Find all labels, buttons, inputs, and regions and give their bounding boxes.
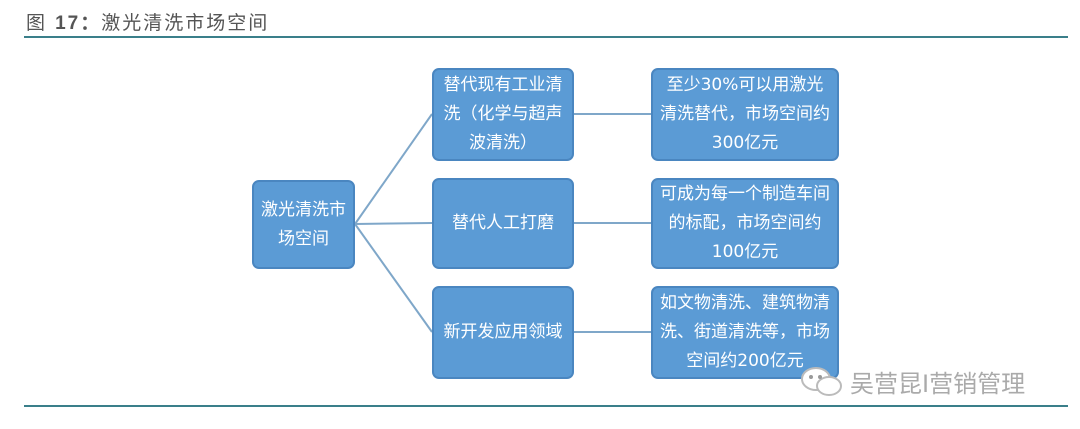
figure-prefix: 图	[26, 12, 48, 34]
connector-3	[354, 223, 433, 333]
top-rule	[24, 36, 1068, 38]
detail-node-2: 可成为每一个制造车间的标配，市场空间约100亿元	[651, 178, 839, 269]
branch-node-1: 替代现有工业清洗（化学与超声波清洗）	[432, 68, 574, 161]
wechat-icon	[801, 366, 842, 396]
figure-title-text: 激光清洗市场空间	[101, 12, 270, 34]
watermark-text: 吴营昆I营销管理	[850, 370, 1026, 398]
figure-title: 图 17：激光清洗市场空间	[26, 8, 269, 35]
connector-1	[354, 113, 433, 225]
figure-number: 17：	[55, 13, 102, 34]
root-node: 激光清洗市场空间	[252, 180, 355, 269]
detail-node-1: 至少30%可以用激光清洗替代，市场空间约300亿元	[651, 68, 839, 161]
detail-node-3: 如文物清洗、建筑物清洗、街道清洗等，市场空间约200亿元	[651, 286, 839, 379]
watermark: 吴营昆I营销管理	[800, 364, 1025, 399]
branch-node-3: 新开发应用领域	[432, 286, 574, 379]
bottom-rule	[24, 405, 1068, 407]
branch-node-2: 替代人工打磨	[432, 178, 574, 269]
connector-2	[354, 222, 433, 225]
